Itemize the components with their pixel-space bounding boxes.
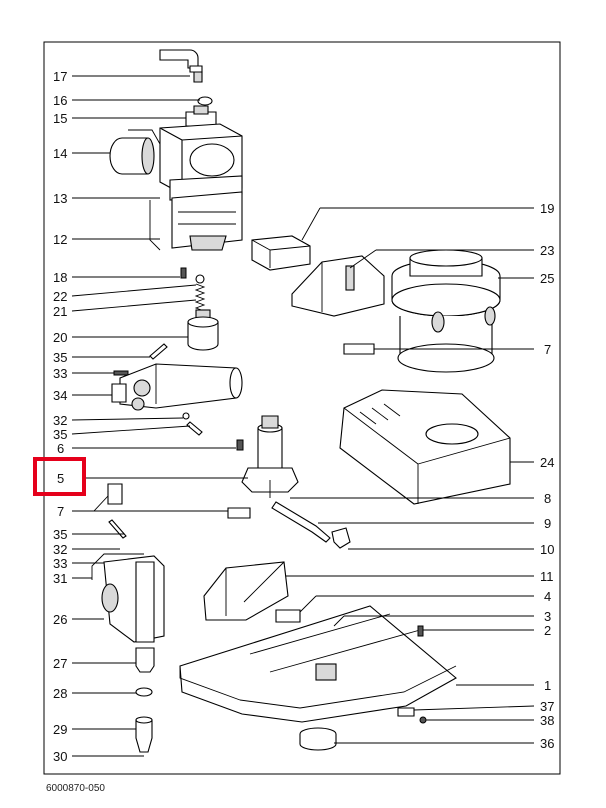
label-17: 17 xyxy=(53,69,67,84)
label-28: 28 xyxy=(53,686,67,701)
part-10-clip xyxy=(331,527,351,549)
label-9: 9 xyxy=(544,516,551,531)
label-35-low: 35 xyxy=(53,527,67,542)
part-24-drip-tray xyxy=(339,389,511,505)
part-12-13-heater-block xyxy=(149,123,243,251)
part-25-brew-drum xyxy=(391,249,501,373)
label-31: 31 xyxy=(53,571,67,586)
part-18-screw xyxy=(180,267,187,279)
label-32-top: 32 xyxy=(53,413,67,428)
label-20: 20 xyxy=(53,330,67,345)
label-12: 12 xyxy=(53,232,67,247)
label-30: 30 xyxy=(53,749,67,764)
label-2: 2 xyxy=(544,623,551,638)
figure-code: 6000870-050 xyxy=(46,783,105,794)
label-26: 26 xyxy=(53,612,67,627)
label-10: 10 xyxy=(540,542,554,557)
part-21-spring xyxy=(194,283,206,312)
label-27: 27 xyxy=(53,656,67,671)
leader-lines xyxy=(71,75,535,757)
part-17-elbow-connector xyxy=(159,49,203,83)
label-33-top: 33 xyxy=(53,366,67,381)
part-7-sensor-mid xyxy=(227,507,251,519)
label-36: 36 xyxy=(540,736,554,751)
part-33-screw-top xyxy=(113,370,129,376)
part-7-sensor-left xyxy=(107,483,123,505)
label-35-top: 35 xyxy=(53,350,67,365)
label-16: 16 xyxy=(53,93,67,108)
part-31-pipe xyxy=(91,553,144,580)
label-11: 11 xyxy=(540,569,554,584)
label-23: 23 xyxy=(540,243,554,258)
part-9-lever xyxy=(271,501,331,543)
part-15-valve-head xyxy=(185,105,217,127)
label-5: 5 xyxy=(57,471,64,486)
part-36-cap xyxy=(299,727,337,751)
label-3: 3 xyxy=(544,609,551,624)
part-34-pump xyxy=(111,363,243,411)
part-26-valve-body xyxy=(101,555,165,643)
diagram-frame xyxy=(43,41,561,775)
part-2-screw xyxy=(417,625,424,637)
label-15: 15 xyxy=(53,111,67,126)
label-37: 37 xyxy=(540,699,554,714)
part-28-washer xyxy=(135,687,153,697)
part-14-side-motor xyxy=(109,129,161,175)
part-20-piston xyxy=(187,309,219,351)
part-11-cover xyxy=(203,561,289,621)
part-38-screw xyxy=(419,716,427,724)
part-35-pin-low xyxy=(108,519,127,539)
label-18: 18 xyxy=(53,270,67,285)
part-4-block xyxy=(275,609,301,623)
label-21: 21 xyxy=(53,304,67,319)
label-24: 24 xyxy=(540,455,554,470)
part-7-sensor-right xyxy=(343,343,375,355)
part-16-seal xyxy=(197,96,213,106)
label-25: 25 xyxy=(540,271,554,286)
part-29-30-tip xyxy=(135,716,153,753)
label-19: 19 xyxy=(540,201,554,216)
label-7-left: 7 xyxy=(57,504,64,519)
part-27-nozzle xyxy=(135,647,155,673)
label-34: 34 xyxy=(53,388,67,403)
part-32-ring xyxy=(182,412,190,420)
part-35-pin-top xyxy=(149,343,168,360)
label-7-right: 7 xyxy=(544,342,551,357)
label-32-low: 32 xyxy=(53,542,67,557)
label-35-mid: 35 xyxy=(53,427,67,442)
part-37-clip xyxy=(397,707,415,717)
label-38: 38 xyxy=(540,713,554,728)
part-23-housing xyxy=(291,255,385,317)
label-13: 13 xyxy=(53,191,67,206)
label-6: 6 xyxy=(57,441,64,456)
part-19-block xyxy=(251,235,311,271)
part-35-pin-mid xyxy=(186,421,203,436)
label-4: 4 xyxy=(544,589,551,604)
label-1: 1 xyxy=(544,678,551,693)
part-5-6-8-valve-assembly xyxy=(236,415,299,498)
label-22: 22 xyxy=(53,289,67,304)
part-number-labels: 17 16 15 14 13 12 18 22 21 20 35 33 34 3… xyxy=(53,69,554,764)
label-14: 14 xyxy=(53,146,67,161)
part-1-base-plate xyxy=(179,605,457,723)
label-29: 29 xyxy=(53,722,67,737)
label-8: 8 xyxy=(544,491,551,506)
highlight-box-part-5 xyxy=(33,457,86,496)
label-33-low: 33 xyxy=(53,556,67,571)
part-22-ball xyxy=(195,274,205,284)
